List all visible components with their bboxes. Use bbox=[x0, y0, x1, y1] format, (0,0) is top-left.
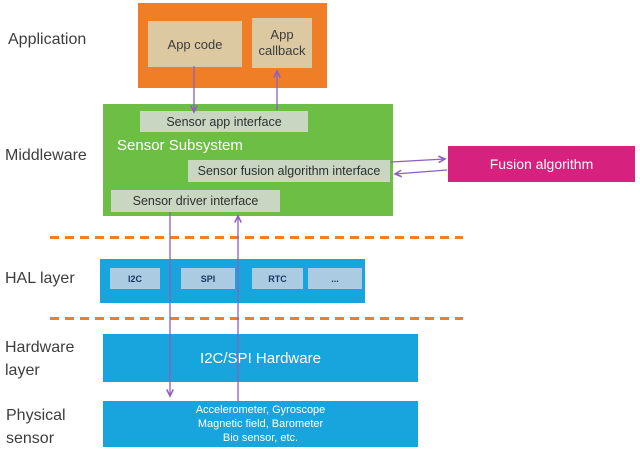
sensor-fusion-algorithm-interface-box: Sensor fusion algorithm interface bbox=[188, 160, 390, 182]
physical-sensor-box: Accelerometer, Gyroscope Magnetic field,… bbox=[103, 401, 418, 447]
dashed-separator-middleware-hal bbox=[50, 236, 463, 239]
fusion-algorithm-box: Fusion algorithm bbox=[448, 146, 635, 182]
sensor-driver-interface-box: Sensor driver interface bbox=[111, 190, 280, 212]
hal-item-more: ... bbox=[308, 268, 362, 289]
app-callback-box: App callback bbox=[252, 18, 312, 68]
label-hal-layer: HAL layer bbox=[5, 270, 75, 287]
arrow-fusioninterface-to-fusion bbox=[390, 159, 445, 162]
physical-sensor-line-3: Bio sensor, etc. bbox=[222, 432, 299, 444]
arrow-fusion-to-fusioninterface bbox=[395, 169, 448, 174]
physical-sensor-line-2: Magnetic field, Barometer bbox=[197, 418, 324, 430]
sensor-subsystem-title: Sensor Subsystem bbox=[117, 137, 243, 154]
physical-sensor-line-1: Accelerometer, Gyroscope bbox=[195, 404, 326, 416]
dashed-separator-hal-hardware bbox=[50, 317, 463, 320]
hal-item-spi: SPI bbox=[181, 268, 235, 289]
sensor-app-interface-box: Sensor app interface bbox=[140, 111, 308, 132]
hal-item-i2c: I2C bbox=[110, 268, 160, 289]
hal-item-rtc: RTC bbox=[252, 268, 303, 289]
label-application: Application bbox=[8, 31, 87, 48]
label-physical-sensor: Physical sensor bbox=[6, 407, 66, 447]
label-hardware-layer: Hardware layer bbox=[5, 339, 75, 379]
app-code-box: App code bbox=[148, 21, 242, 67]
label-middleware: Middleware bbox=[5, 147, 87, 164]
i2c-spi-hardware-box: I2C/SPI Hardware bbox=[103, 334, 418, 382]
